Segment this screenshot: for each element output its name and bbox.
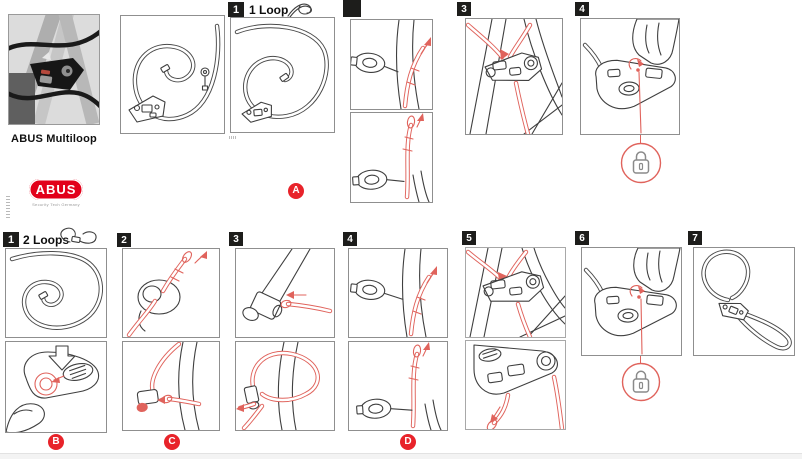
twoloops-step3b-panel [235, 341, 335, 431]
oneloop-step2a-panel [350, 19, 433, 110]
lock-head-icon [718, 302, 749, 321]
abus-logo-tagline: Security Tech Germany [32, 202, 80, 207]
twoloops-step5-number: 5 [462, 231, 476, 245]
finished-double-loop-illustration [701, 249, 792, 351]
twoloops-step1b-panel [5, 341, 107, 433]
twoloops-step2a-panel [122, 248, 220, 338]
result-marker-d: D [400, 434, 416, 450]
lock-body-icon [595, 59, 676, 110]
open-cover-illustration [6, 345, 100, 432]
section-1loop-label: 1 Loop [249, 3, 289, 17]
oneloop-step2-number [343, 0, 361, 17]
abus-logo-text: ABUS [35, 182, 77, 197]
insert-cable-into-lock-illustration [349, 249, 437, 337]
section-2loops-number: 1 [3, 232, 19, 247]
lock-head-icon [241, 101, 272, 123]
vertical-product-code [6, 196, 10, 218]
product-caption: ABUS Multiloop [11, 133, 97, 145]
oneloop-step3-number: 3 [457, 2, 471, 16]
press-button-illustration [583, 248, 681, 355]
product-photo [9, 15, 99, 124]
lock-on-frame-illustration [466, 19, 562, 134]
double-loop-icon [60, 227, 97, 244]
oneloop-step3-panel [465, 18, 563, 135]
result-marker-b: B [48, 434, 64, 450]
lock-on-frame-with-wheel-illustration [466, 248, 565, 337]
padlock-connector-line [640, 356, 642, 363]
result-marker-c: C [164, 434, 180, 450]
twoloops-step2-number: 2 [117, 233, 131, 247]
coiled-cable-illustration [9, 251, 104, 330]
bottom-page-strip [0, 453, 802, 459]
twoloops-step2b-panel [122, 341, 220, 431]
thread-through-ring-illustration [126, 251, 207, 337]
section-2loops-label: 2 Loops [23, 233, 70, 247]
twoloops-step7-number: 7 [688, 231, 702, 245]
lock-head-icon [128, 95, 166, 123]
oneloop-step4-number: 4 [575, 2, 589, 16]
oneloop-step2b-panel [350, 112, 433, 203]
twoloops-step1a-panel [5, 248, 107, 338]
lock-body-icon [594, 286, 677, 337]
result-marker-a: A [288, 183, 304, 199]
insert-into-hex-fitting-illustration [242, 249, 333, 321]
twoloops-step4-number: 4 [343, 232, 357, 246]
lock-body-icon [482, 271, 545, 302]
single-loop-icon [287, 3, 312, 18]
footnote-mark [229, 136, 237, 139]
oneloop-step1-panel [230, 17, 335, 133]
lock-closeup-illustration [473, 344, 565, 429]
product-photo-panel [8, 14, 100, 125]
padlock-icon [632, 370, 650, 393]
cover-plate-icon [62, 363, 94, 381]
cable-and-key-illustration [128, 23, 221, 123]
pull-cable-up-illustration [356, 342, 442, 430]
contents-panel [120, 15, 225, 134]
lock-head-icon [351, 52, 399, 73]
section-1loop-number: 1 [228, 2, 244, 17]
loop-around-frame-illustration [236, 342, 320, 430]
press-button-illustration [582, 19, 679, 134]
twoloops-step5a-panel [465, 247, 566, 338]
end-cap [136, 389, 159, 412]
cable-end-fitting-illustration [136, 342, 202, 430]
uncoiled-cable-illustration [234, 23, 329, 123]
twoloops-step4b-panel [348, 341, 448, 431]
thumb [6, 403, 45, 432]
twoloops-step3-number: 3 [229, 232, 243, 246]
twoloops-step6-panel [581, 247, 682, 356]
pull-cable-through-illustration [352, 113, 430, 202]
lock-body-icon [484, 52, 543, 82]
padlock-connector-line [640, 135, 642, 143]
padlock-icon [632, 151, 650, 174]
lock-head-icon [349, 279, 404, 300]
twoloops-step3a-panel [235, 248, 335, 338]
locked-indicator [621, 362, 661, 402]
key-icon [200, 67, 210, 91]
lock-head-icon [356, 398, 413, 419]
lock-head-icon [352, 169, 405, 190]
abus-logo: ABUS [29, 179, 83, 200]
twoloops-step6-number: 6 [575, 231, 589, 245]
locked-indicator [620, 142, 662, 184]
oneloop-step4-panel [580, 18, 680, 135]
twoloops-step5b-panel [465, 340, 566, 430]
twoloops-step4a-panel [348, 248, 448, 338]
twoloops-step7-panel [693, 247, 795, 356]
hex-fitting [242, 291, 283, 321]
insert-cable-into-holder-illustration [351, 20, 431, 109]
